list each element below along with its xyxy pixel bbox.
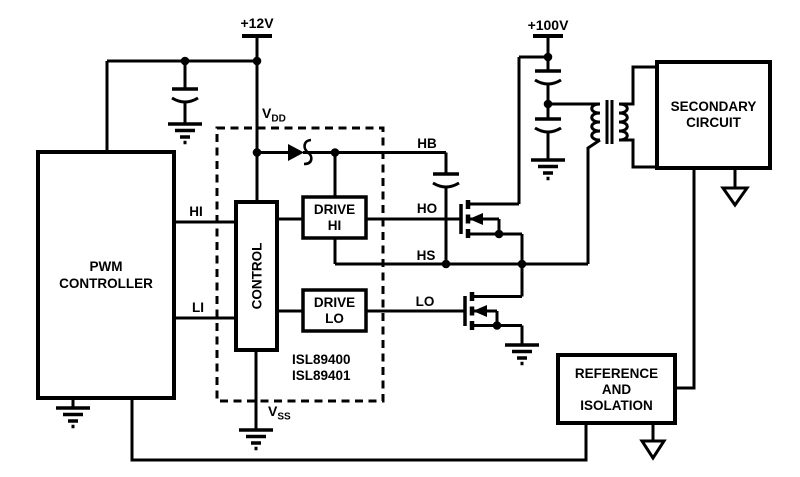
wire-primary-return	[586, 138, 601, 264]
drive-lo-label-line1: DRIVE	[314, 295, 355, 310]
junction-dot	[543, 52, 553, 62]
ground-symbol-lowfet	[503, 343, 541, 366]
low-side-mosfet-icon	[463, 264, 524, 345]
drive-hi-label-line1: DRIVE	[314, 202, 355, 217]
chassis-ground-icon-reference	[639, 439, 667, 461]
part-number-line2: ISL89401	[292, 368, 351, 383]
fet-drain-lead	[472, 264, 524, 298]
vdd-label: VDD	[262, 105, 286, 125]
junction-dot	[180, 56, 190, 66]
wire-feedback	[130, 398, 588, 462]
junction-dot	[494, 229, 504, 239]
diode-cathode-squiggle-icon	[303, 138, 313, 166]
ground-symbol-bus	[529, 158, 567, 181]
fet-body-arrow-icon	[473, 305, 487, 317]
reference-isolation-label-line3: ISOLATION	[580, 398, 653, 413]
junction-dot	[543, 99, 553, 109]
reference-isolation-label-line1: REFERENCE	[575, 366, 658, 381]
part-number-line1: ISL89400	[292, 352, 351, 367]
fet-body-arrow-icon	[469, 213, 483, 225]
ground-symbol-bypass	[166, 122, 204, 145]
hs-pin-label: HS	[417, 248, 436, 263]
chassis-ground-icon-secondary	[720, 186, 750, 208]
control-label: CONTROL	[250, 243, 265, 310]
transformer-secondary-winding	[618, 102, 629, 142]
drive-lo-label-line2: LO	[325, 311, 344, 326]
transformer-icon	[590, 100, 629, 144]
hb-pin-label: HB	[417, 136, 437, 151]
fet-source-lead	[468, 232, 524, 264]
reference-isolation-block	[556, 353, 677, 425]
bootstrap-diode-icon	[288, 138, 313, 166]
wire-secondary-to-reference	[675, 168, 696, 390]
junction-dot	[252, 56, 262, 66]
junction-dot	[492, 321, 502, 330]
diode-triangle-icon	[288, 144, 304, 161]
junction-dot	[517, 259, 527, 269]
supply-100v-label: +100V	[528, 17, 570, 33]
secondary-circuit-label-line2: CIRCUIT	[686, 115, 741, 130]
pwm-controller-label-line1: PWM	[90, 259, 123, 274]
junction-dot	[441, 259, 451, 269]
high-side-mosfet-icon	[459, 200, 524, 264]
secondary-circuit-block	[655, 60, 772, 170]
fet-body-lead	[468, 217, 501, 234]
transformer-core	[605, 100, 614, 144]
drive-lo-block	[301, 288, 368, 333]
pwm-controller-label-line2: CONTROLLER	[59, 276, 153, 291]
driver-ic-boundary	[215, 126, 385, 403]
li-pin-label: LI	[192, 300, 204, 315]
bypass-capacitor-icon	[170, 87, 200, 104]
supply-12v-label: +12V	[240, 15, 274, 31]
junction-dots	[180, 52, 553, 330]
secondary-circuit-label-line1: SECONDARY	[671, 99, 757, 114]
bus-capacitor-top-icon	[533, 69, 563, 86]
ho-pin-label: HO	[417, 201, 437, 216]
hi-pin-label: HI	[189, 204, 203, 219]
wire-secondary-bottom	[619, 138, 657, 169]
drive-hi-block	[301, 195, 368, 240]
transformer-primary-winding	[590, 102, 601, 142]
ground-symbol-pwm	[54, 406, 92, 429]
lo-pin-label: LO	[416, 294, 435, 309]
bus-capacitor-bottom-icon	[533, 117, 563, 134]
wires	[71, 34, 737, 462]
pwm-controller-block	[36, 150, 176, 400]
control-block	[234, 200, 279, 352]
vss-label: VSS	[268, 403, 291, 423]
ground-symbol-vss	[237, 428, 275, 451]
wire-secondary-top	[619, 65, 657, 106]
junction-dot	[252, 148, 262, 157]
bootstrap-capacitor-icon	[431, 172, 461, 189]
reference-isolation-label-line2: AND	[602, 382, 631, 397]
junction-dot	[330, 148, 340, 157]
drive-hi-label-line2: HI	[328, 218, 342, 233]
